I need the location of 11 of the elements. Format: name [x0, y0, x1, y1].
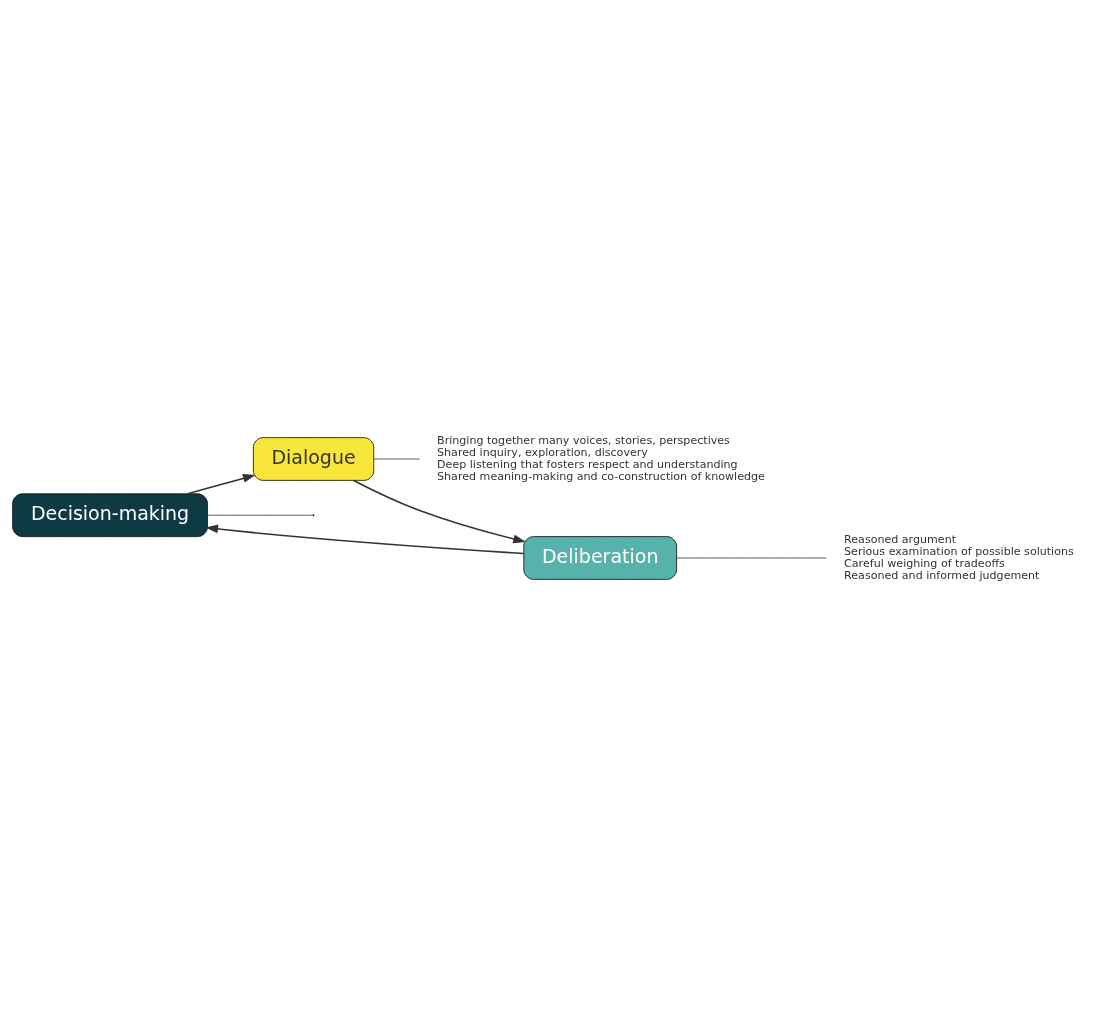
node-text: Bringing together many voices, stories, perspectives Shared inquiry, exploration, discovery Deep listening that fosters respect and understanding Shared meaning-making and co-construction of knowledge	[437, 434, 765, 483]
arrow	[186, 474, 256, 495]
connector	[207, 514, 314, 516]
node-box: Dialogue	[252, 437, 375, 481]
arrow	[352, 479, 526, 544]
arrow	[205, 524, 525, 555]
connector	[373, 458, 420, 460]
node-text: Reasoned argument Serious examination of possible solutions Careful weighing of tradeoffs Reasoned and informed judgement	[844, 533, 1074, 582]
node-box: Decision-making	[12, 493, 208, 537]
connector	[676, 557, 827, 559]
node-box: Deliberation	[523, 536, 677, 580]
